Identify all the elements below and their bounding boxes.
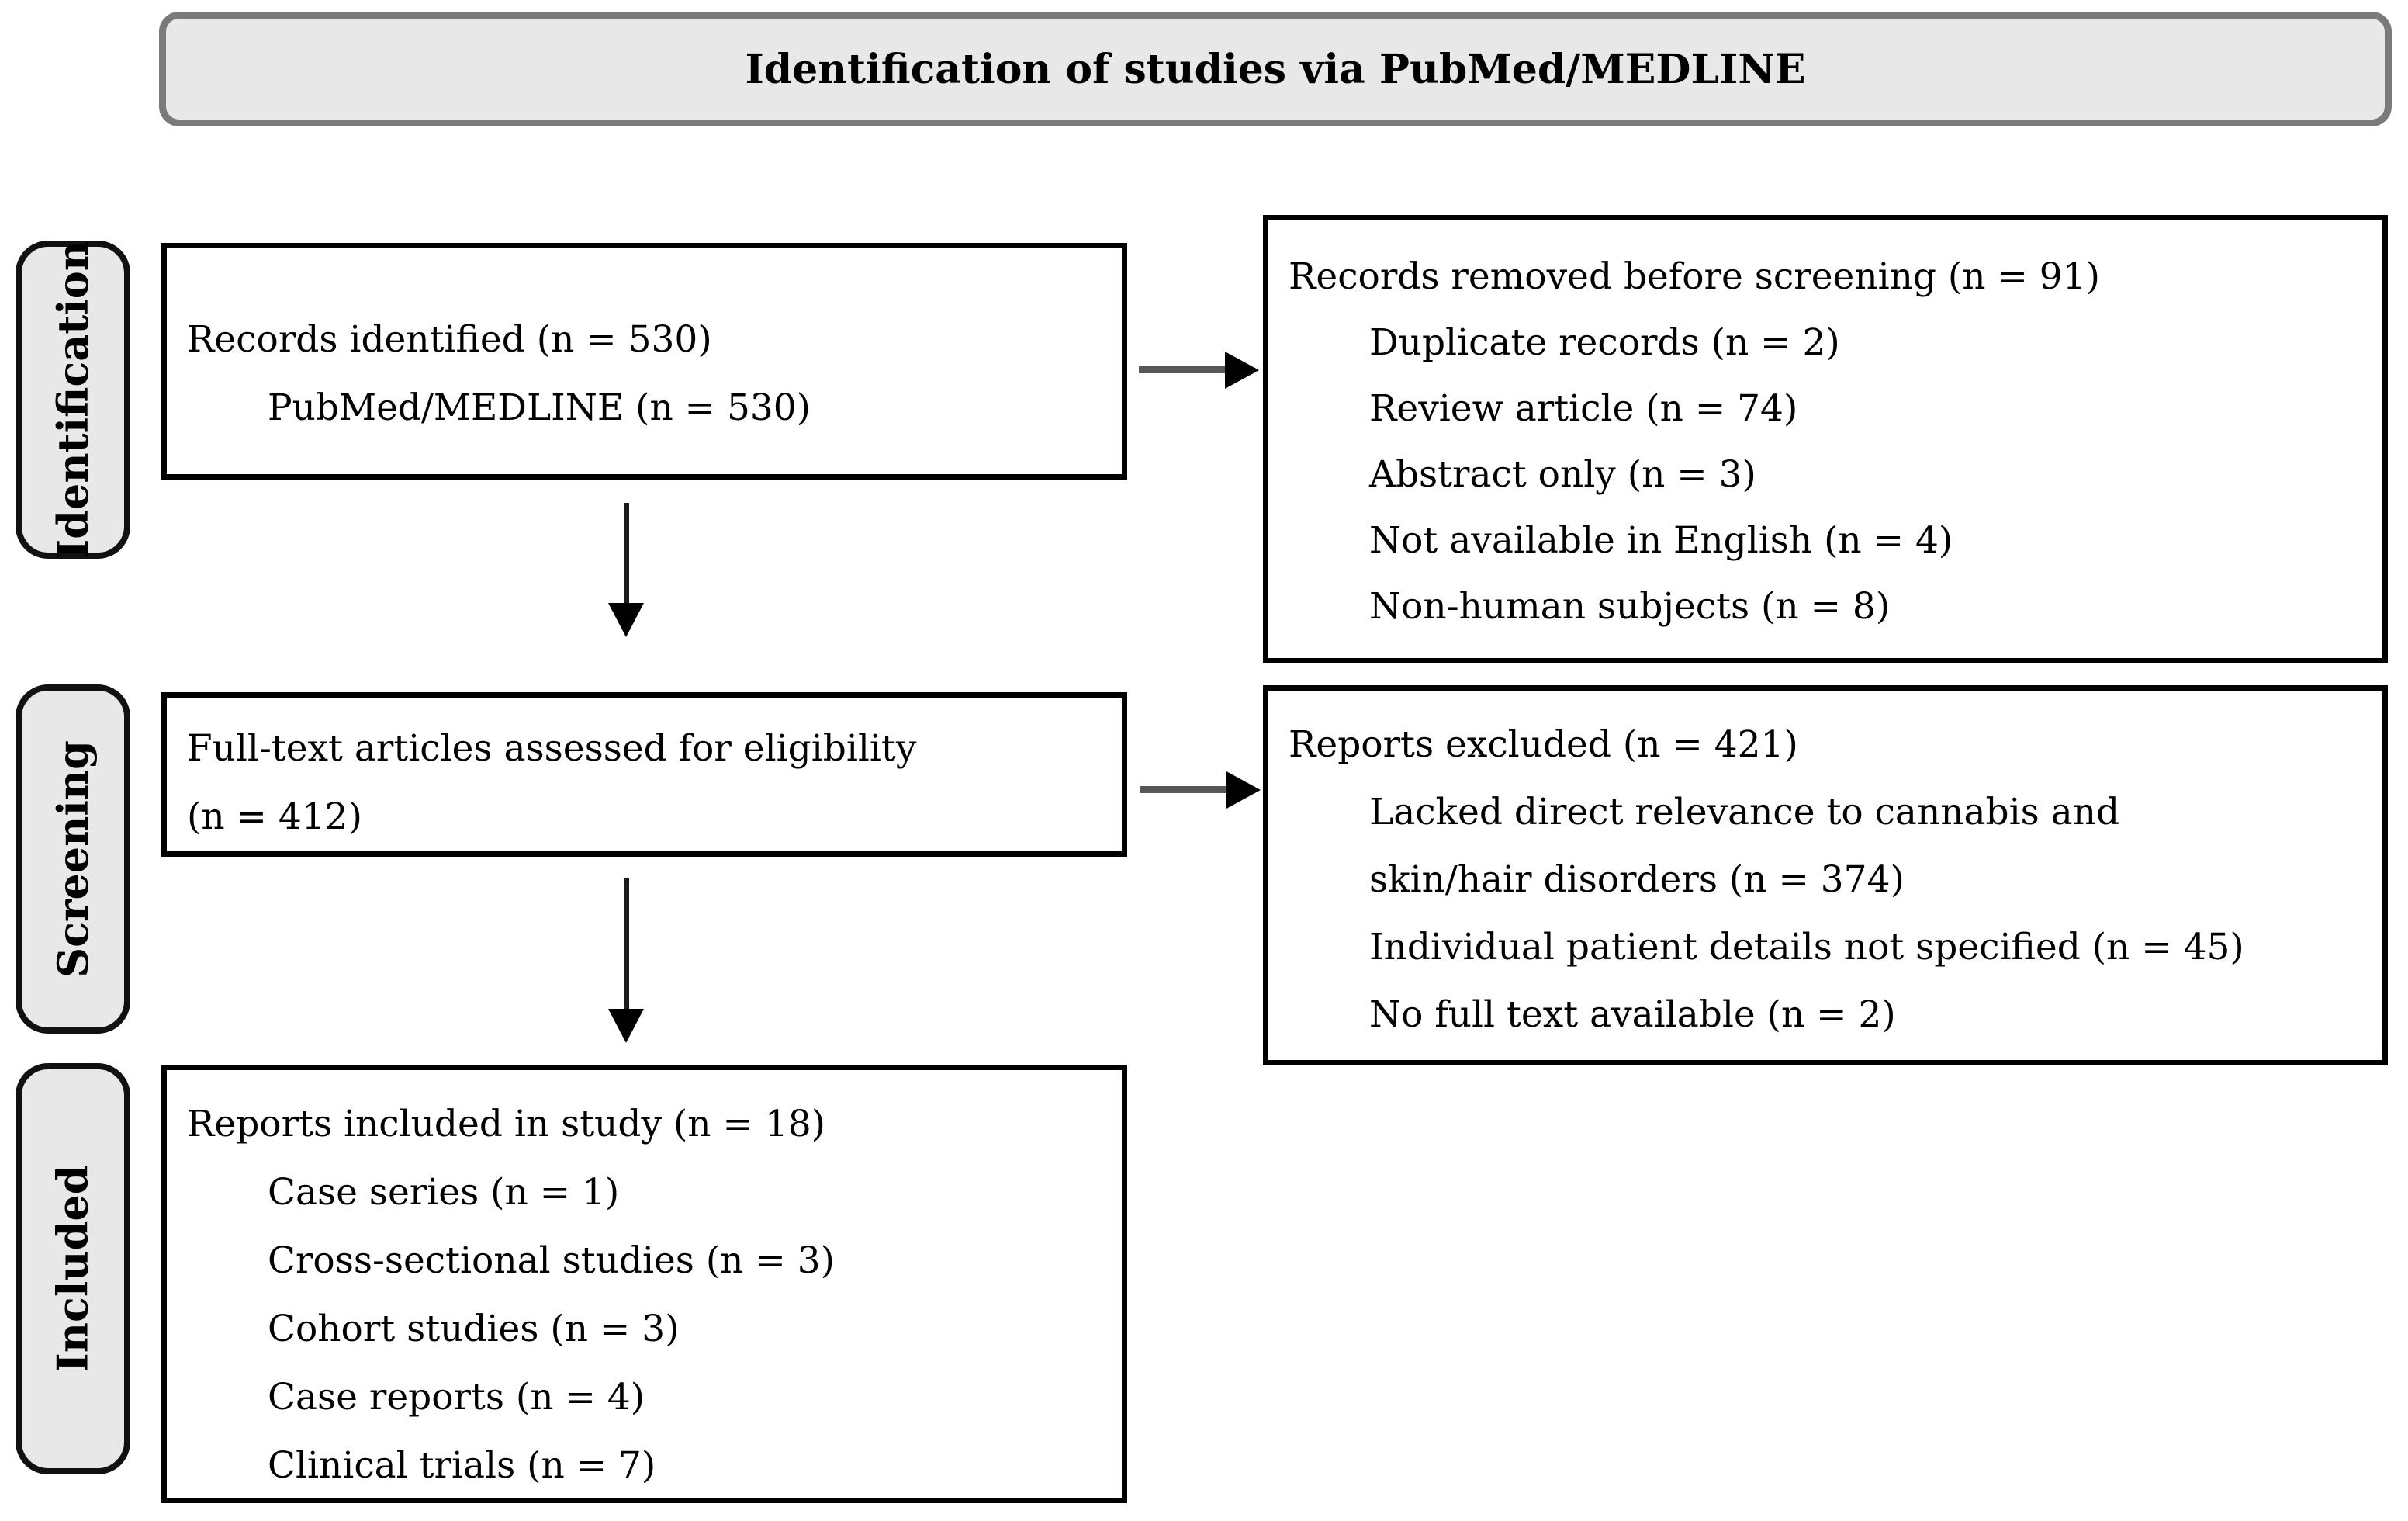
stage-label-identification-text: Identification — [48, 241, 98, 559]
reports-included-item: Case reports (n = 4) — [268, 1376, 645, 1419]
arrow-line — [1140, 786, 1230, 793]
box-reports-excluded: Reports excluded (n = 421) Lacked direct… — [1263, 685, 2388, 1065]
records-removed-item: Abstract only (n = 3) — [1369, 453, 1756, 496]
arrow-down-icon — [608, 1009, 644, 1043]
fulltext-assessed-count-line: (n = 412) — [187, 795, 362, 838]
reports-excluded-item: Individual patient details not specified… — [1369, 926, 2244, 968]
stage-label-included: Included — [16, 1063, 130, 1474]
reports-excluded-heading: Reports excluded (n = 421) — [1289, 723, 1798, 766]
box-records-identified: Records identified (n = 530) PubMed/MEDL… — [161, 243, 1127, 480]
reports-included-item: Cross-sectional studies (n = 3) — [268, 1239, 835, 1282]
box-reports-included: Reports included in study (n = 18) Case … — [161, 1065, 1127, 1503]
reports-excluded-item: Lacked direct relevance to cannabis and — [1369, 791, 2120, 833]
title-text: Identification of studies via PubMed/MED… — [745, 45, 1806, 93]
arrow-down-icon — [608, 603, 644, 637]
records-removed-item: Non-human subjects (n = 8) — [1369, 585, 1891, 628]
records-removed-item: Duplicate records (n = 2) — [1369, 321, 1840, 364]
records-identified-source-line: PubMed/MEDLINE (n = 530) — [268, 386, 811, 429]
box-records-removed: Records removed before screening (n = 91… — [1263, 215, 2388, 663]
box-fulltext-assessed: Full-text articles assessed for eligibil… — [161, 692, 1127, 857]
title-banner: Identification of studies via PubMed/MED… — [159, 12, 2392, 126]
records-identified-line: Records identified (n = 530) — [187, 318, 712, 361]
stage-label-included-text: Included — [48, 1165, 99, 1373]
reports-included-item: Cohort studies (n = 3) — [268, 1308, 680, 1350]
reports-included-item: Clinical trials (n = 7) — [268, 1444, 656, 1487]
reports-excluded-item: No full text available (n = 2) — [1369, 993, 1896, 1036]
records-removed-item: Review article (n = 74) — [1369, 387, 1798, 430]
records-removed-item: Not available in English (n = 4) — [1369, 519, 1953, 562]
records-removed-heading: Records removed before screening (n = 91… — [1289, 255, 2100, 298]
arrow-right-icon — [1225, 352, 1259, 389]
arrow-line — [624, 503, 629, 605]
arrow-right-icon — [1226, 771, 1261, 809]
arrow-line — [1139, 366, 1229, 373]
fulltext-assessed-line: Full-text articles assessed for eligibil… — [187, 727, 917, 770]
stage-label-identification: Identification — [16, 241, 130, 559]
stage-label-screening-text: Screening — [48, 740, 98, 978]
stage-label-screening: Screening — [16, 684, 130, 1034]
reports-included-heading: Reports included in study (n = 18) — [187, 1103, 825, 1145]
reports-included-item: Case series (n = 1) — [268, 1171, 620, 1214]
arrow-line — [624, 878, 629, 1012]
reports-excluded-item-continued: skin/hair disorders (n = 374) — [1369, 858, 1905, 901]
